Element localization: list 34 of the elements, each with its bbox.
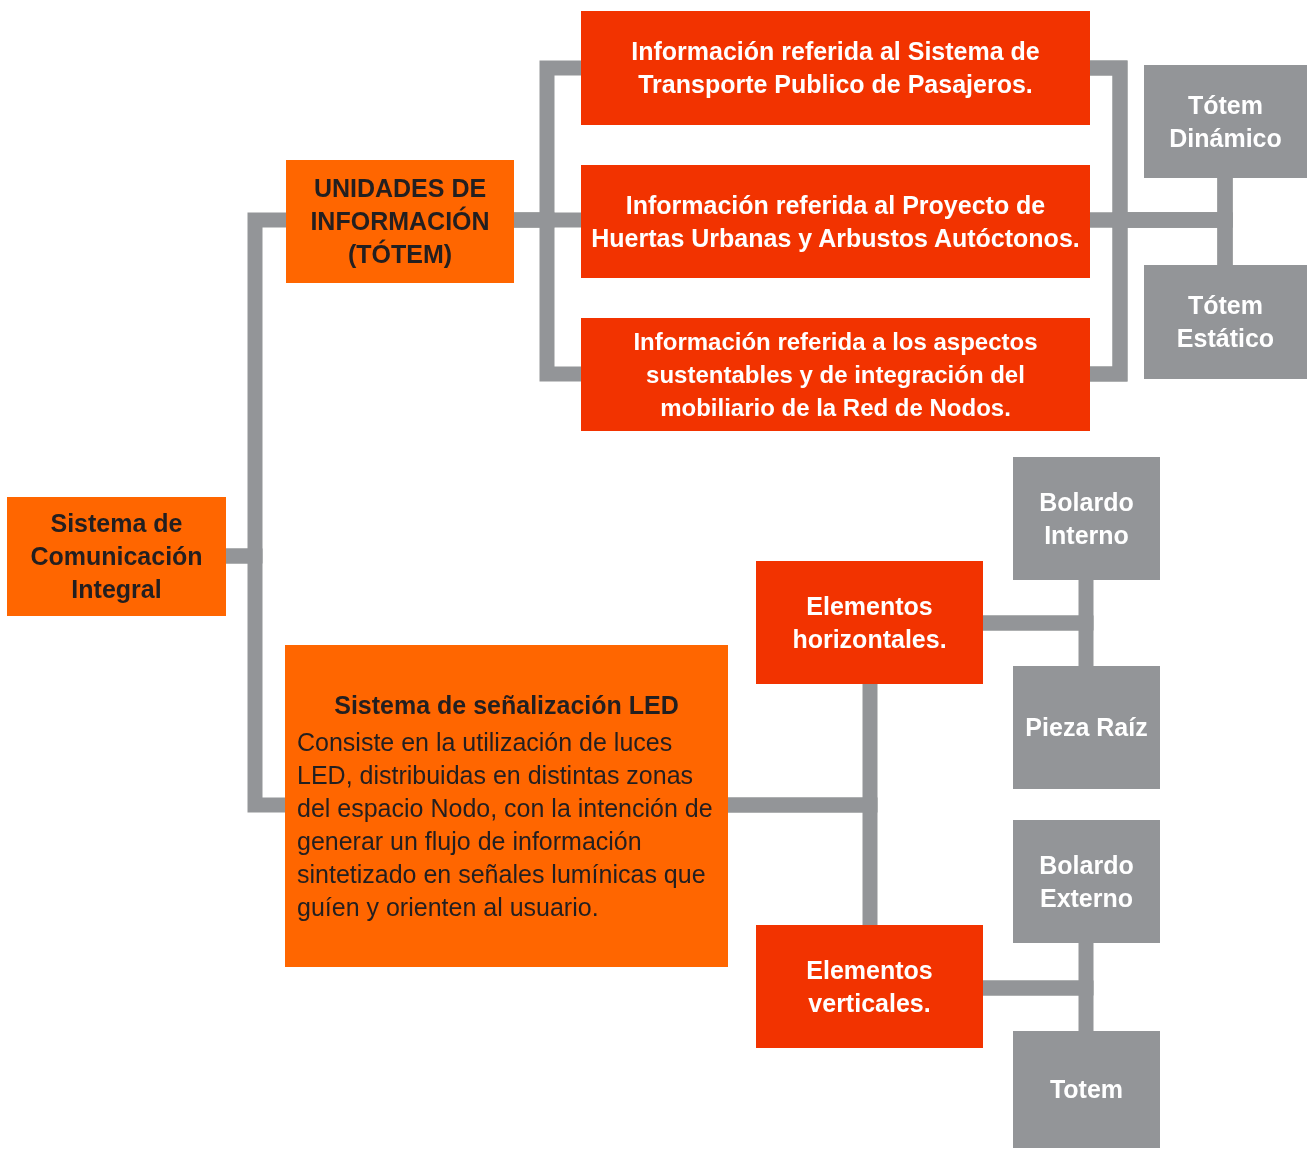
category-box xyxy=(1013,1031,1160,1148)
category-box xyxy=(581,165,1090,278)
box-heading: Bolardo Externo xyxy=(1038,849,1135,914)
category-box xyxy=(1013,820,1160,943)
connector-line xyxy=(983,980,1094,1031)
box-heading: Información referida al Sistema de Transporte Publico de Pasajeros. xyxy=(630,36,1041,100)
category-box xyxy=(7,497,226,616)
box-description: Consiste en la utilización de luces LED, distribuidas en distintas zonas del espacio Nodo, con la intención de generar un flujo de información sintetizado en señales lumínicas que guíen y orienten al usuario. xyxy=(296,726,714,923)
box-heading: UNIDADES DE INFORMACIÓN (TÓTEM) xyxy=(309,173,491,270)
category-box xyxy=(286,160,514,283)
box-heading: Elementos horizontales. xyxy=(791,590,948,655)
connector-line xyxy=(226,548,285,813)
category-box xyxy=(581,318,1090,431)
connector-line xyxy=(514,212,581,382)
box-heading: Información referida a los aspectos sustentables y de integración del mobiliario de la Red de Nodos. xyxy=(632,327,1039,423)
description-box xyxy=(285,645,728,967)
category-box xyxy=(756,561,983,684)
category-box xyxy=(581,11,1090,125)
category-box xyxy=(1144,65,1307,178)
box-heading: Totem xyxy=(1048,1074,1125,1105)
category-box xyxy=(1144,265,1307,379)
category-box xyxy=(1013,457,1160,580)
box-heading: Tótem Estático xyxy=(1175,290,1276,354)
box-heading: Sistema de Comunicación Integral xyxy=(29,508,204,605)
category-box xyxy=(756,925,983,1048)
connector-line xyxy=(728,797,878,925)
category-box xyxy=(1013,666,1160,789)
box-heading: Tótem Dinámico xyxy=(1168,89,1283,154)
connector-line xyxy=(983,615,1094,666)
box-heading: Pieza Raíz xyxy=(1024,712,1149,743)
box-heading: Elementos verticales. xyxy=(805,954,934,1019)
box-heading: Bolardo Interno xyxy=(1038,486,1135,551)
box-heading: Sistema de señalización LED xyxy=(333,689,680,721)
box-heading: Información referida al Proyecto de Huertas Urbanas y Arbustos Autóctonos. xyxy=(590,189,1081,254)
